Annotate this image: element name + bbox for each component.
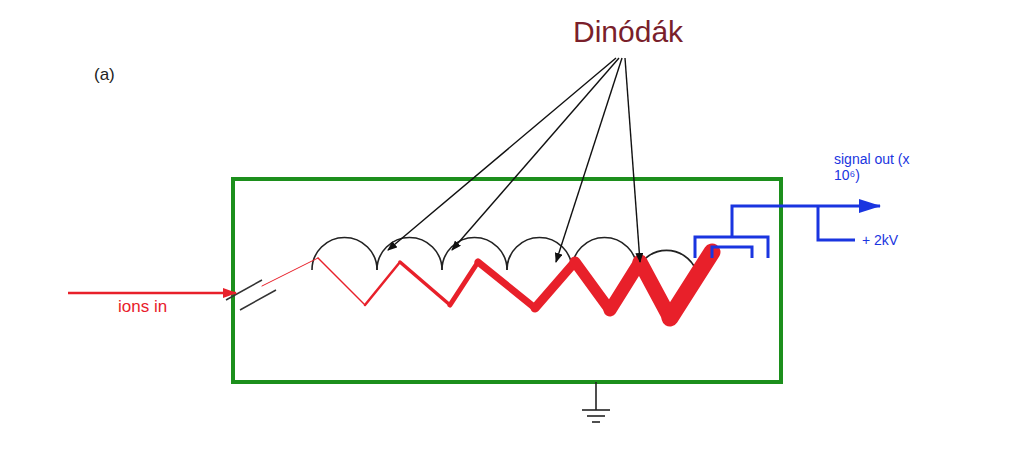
ion-beam-arrow	[68, 292, 236, 295]
housing-box	[233, 179, 781, 382]
ion-label: ions in	[116, 296, 169, 318]
panel-letter: (a)	[92, 64, 117, 86]
ground-symbol	[582, 382, 610, 422]
dynode-callout: Dinódák	[571, 14, 685, 51]
collector-anode	[695, 206, 880, 258]
electron-cascade	[262, 252, 712, 318]
entrance-slit	[226, 280, 276, 310]
signal-label: signal out (x 10⁶)	[832, 150, 926, 184]
voltage-label: + 2kV	[860, 231, 900, 249]
dynode-leader-lines	[388, 58, 640, 262]
